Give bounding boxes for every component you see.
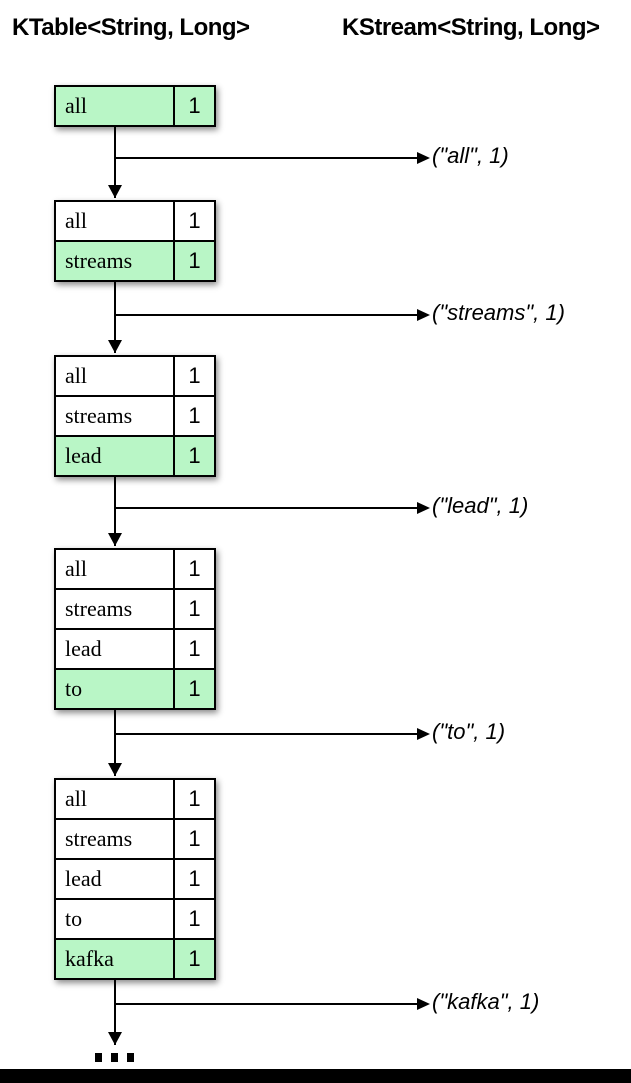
key-cell: all bbox=[65, 786, 87, 811]
arrowhead-right-icon bbox=[417, 998, 430, 1010]
flow-connector-line bbox=[114, 282, 116, 353]
stream-branch-line bbox=[115, 507, 417, 509]
key-cell: streams bbox=[65, 826, 133, 851]
key-cell: lead bbox=[65, 443, 102, 468]
flow-connector-line bbox=[114, 127, 116, 198]
arrowhead-down-icon bbox=[108, 185, 122, 198]
key-cell: all bbox=[65, 93, 87, 118]
table-row: all 1 bbox=[56, 357, 214, 395]
key-cell: lead bbox=[65, 866, 102, 891]
footer-bar bbox=[0, 1069, 631, 1083]
table-row: all 1 bbox=[56, 780, 214, 818]
key-cell: all bbox=[65, 363, 87, 388]
arrowhead-down-icon bbox=[108, 340, 122, 353]
value-cell: 1 bbox=[173, 397, 214, 435]
ktable-state-5: all 1 streams 1 lead 1 to 1 kafka 1 bbox=[54, 778, 216, 980]
stream-record-label: ("streams", 1) bbox=[432, 300, 565, 325]
value-cell: 1 bbox=[173, 940, 214, 978]
table-row: to 1 bbox=[56, 668, 214, 708]
table-row: streams 1 bbox=[56, 588, 214, 628]
flow-connector-line bbox=[114, 477, 116, 546]
ktable-header: KTable<String, Long> bbox=[12, 14, 250, 41]
table-row: streams 1 bbox=[56, 240, 214, 280]
value-cell: 1 bbox=[173, 202, 214, 240]
key-cell: streams bbox=[65, 248, 133, 273]
arrowhead-down-icon bbox=[108, 1032, 122, 1045]
key-cell: to bbox=[65, 676, 83, 701]
value-cell: 1 bbox=[173, 357, 214, 395]
value-cell: 1 bbox=[173, 87, 214, 125]
stream-branch-line bbox=[115, 1003, 417, 1005]
ellipsis-dot bbox=[111, 1053, 118, 1062]
table-row: all 1 bbox=[56, 87, 214, 125]
stream-branch-line bbox=[115, 733, 417, 735]
table-row: lead 1 bbox=[56, 628, 214, 668]
value-cell: 1 bbox=[173, 670, 214, 708]
table-row: lead 1 bbox=[56, 858, 214, 898]
stream-record-label: ("to", 1) bbox=[432, 719, 506, 744]
arrowhead-right-icon bbox=[417, 728, 430, 740]
value-cell: 1 bbox=[173, 630, 214, 668]
arrowhead-right-icon bbox=[417, 502, 430, 514]
stream-record-label: ("all", 1) bbox=[432, 143, 509, 168]
key-cell: kafka bbox=[65, 946, 114, 971]
table-row: kafka 1 bbox=[56, 938, 214, 978]
ktable-state-2: all 1 streams 1 bbox=[54, 200, 216, 282]
ellipsis-dot bbox=[127, 1053, 134, 1062]
flow-connector-line bbox=[114, 710, 116, 776]
key-cell: to bbox=[65, 906, 83, 931]
arrowhead-right-icon bbox=[417, 152, 430, 164]
value-cell: 1 bbox=[173, 437, 214, 475]
ktable-state-1: all 1 bbox=[54, 85, 216, 127]
ellipsis bbox=[95, 1053, 134, 1062]
value-cell: 1 bbox=[173, 900, 214, 938]
arrowhead-right-icon bbox=[417, 309, 430, 321]
key-cell: lead bbox=[65, 636, 102, 661]
table-row: to 1 bbox=[56, 898, 214, 938]
table-row: streams 1 bbox=[56, 818, 214, 858]
stream-record-label: ("lead", 1) bbox=[432, 493, 529, 518]
stream-branch-line bbox=[115, 314, 417, 316]
flow-connector-line bbox=[114, 980, 116, 1045]
value-cell: 1 bbox=[173, 550, 214, 588]
kstream-header: KStream<String, Long> bbox=[342, 14, 600, 41]
key-cell: all bbox=[65, 208, 87, 233]
stream-branch-line bbox=[115, 157, 417, 159]
ellipsis-dot bbox=[95, 1053, 102, 1062]
ktable-state-3: all 1 streams 1 lead 1 bbox=[54, 355, 216, 477]
value-cell: 1 bbox=[173, 590, 214, 628]
key-cell: streams bbox=[65, 403, 133, 428]
stream-record-label: ("kafka", 1) bbox=[432, 989, 540, 1014]
key-cell: streams bbox=[65, 596, 133, 621]
value-cell: 1 bbox=[173, 860, 214, 898]
key-cell: all bbox=[65, 556, 87, 581]
table-row: lead 1 bbox=[56, 435, 214, 475]
table-row: all 1 bbox=[56, 550, 214, 588]
table-row: all 1 bbox=[56, 202, 214, 240]
table-row: streams 1 bbox=[56, 395, 214, 435]
arrowhead-down-icon bbox=[108, 763, 122, 776]
arrowhead-down-icon bbox=[108, 533, 122, 546]
value-cell: 1 bbox=[173, 820, 214, 858]
value-cell: 1 bbox=[173, 780, 214, 818]
ktable-state-4: all 1 streams 1 lead 1 to 1 bbox=[54, 548, 216, 710]
value-cell: 1 bbox=[173, 242, 214, 280]
